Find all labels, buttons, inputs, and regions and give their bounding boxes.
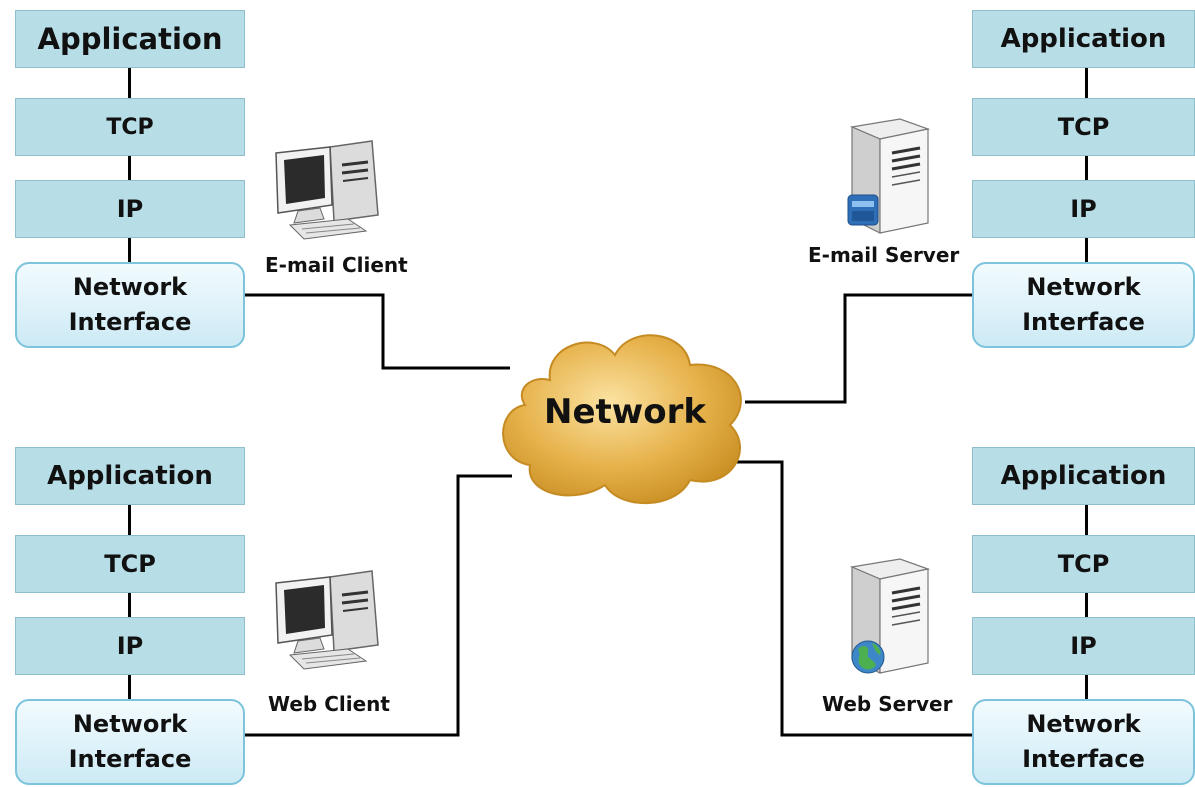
email-server-label: E-mail Server xyxy=(808,243,960,267)
desktop-computer-icon xyxy=(275,140,379,240)
web-server-link xyxy=(735,460,972,737)
stack-connector xyxy=(128,156,131,180)
ip-layer: IP xyxy=(972,617,1195,675)
network-interface-layer: Network Interface xyxy=(15,262,245,348)
ip-layer: IP xyxy=(15,180,245,238)
stack-connector xyxy=(1085,675,1088,699)
application-layer: Application xyxy=(972,447,1195,505)
tcp-layer: TCP xyxy=(972,535,1195,593)
stack-connector xyxy=(128,505,131,535)
stack-connector xyxy=(128,593,131,617)
protocol-stack-email-server: Application TCP IP Network Interface xyxy=(972,10,1195,350)
cloud-icon xyxy=(502,334,742,505)
email-client-link xyxy=(245,293,510,370)
stack-connector xyxy=(128,238,131,262)
web-client-label: Web Client xyxy=(268,692,390,716)
web-client-link xyxy=(245,474,512,737)
application-layer: Application xyxy=(15,10,245,68)
tcp-layer: TCP xyxy=(15,535,245,593)
tcp-layer: TCP xyxy=(972,98,1195,156)
network-interface-layer: Network Interface xyxy=(972,262,1195,348)
tcp-layer: TCP xyxy=(15,98,245,156)
stack-connector xyxy=(1085,156,1088,180)
mail-server-icon xyxy=(847,118,931,234)
protocol-stack-web-server: Application TCP IP Network Interface xyxy=(972,447,1195,787)
stack-connector xyxy=(128,675,131,699)
ip-layer: IP xyxy=(972,180,1195,238)
web-server-label: Web Server xyxy=(822,692,953,716)
protocol-stack-email-client: Application TCP IP Network Interface xyxy=(15,10,245,350)
network-interface-layer: Network Interface xyxy=(972,699,1195,785)
application-layer: Application xyxy=(15,447,245,505)
network-label: Network xyxy=(544,392,706,432)
stack-connector xyxy=(1085,238,1088,262)
protocol-stack-web-client: Application TCP IP Network Interface xyxy=(15,447,245,787)
application-layer: Application xyxy=(972,10,1195,68)
email-client-label: E-mail Client xyxy=(265,253,408,277)
network-interface-layer: Network Interface xyxy=(15,699,245,785)
ip-layer: IP xyxy=(15,617,245,675)
stack-connector xyxy=(128,68,131,98)
email-server-link xyxy=(745,293,972,404)
stack-connector xyxy=(1085,593,1088,617)
stack-connector xyxy=(1085,505,1088,535)
web-server-icon xyxy=(849,558,931,674)
desktop-computer-icon xyxy=(275,570,379,670)
stack-connector xyxy=(1085,68,1088,98)
